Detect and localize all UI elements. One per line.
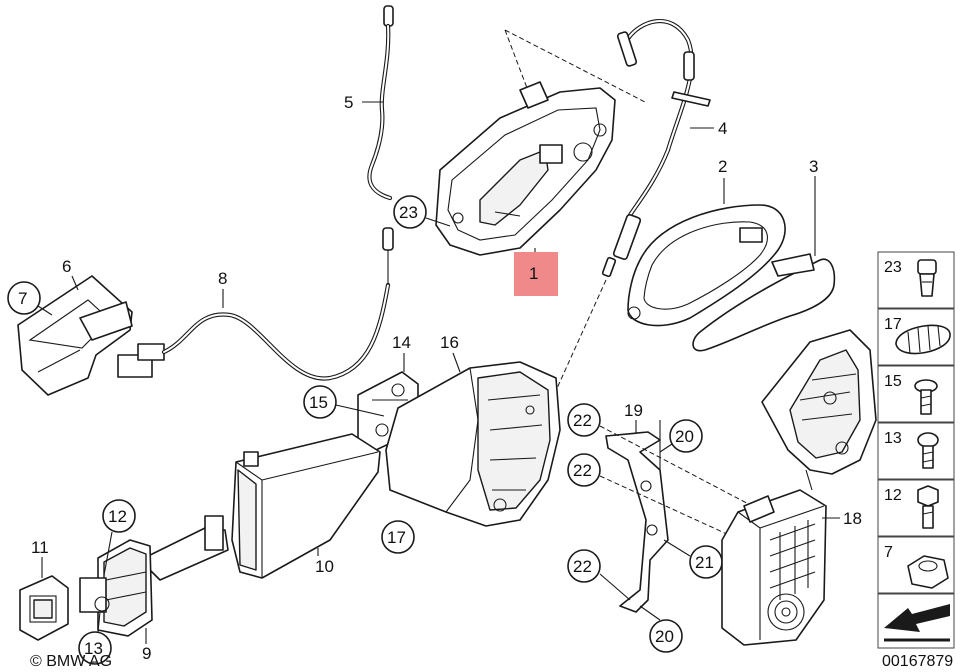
label-23: 23 (399, 203, 418, 222)
label-20-bot: 20 (655, 627, 674, 646)
label-22-bot: 22 (573, 557, 592, 576)
part-6-lock-cover (17, 275, 133, 396)
label-2: 2 (718, 157, 727, 176)
callout-circle-22-mid (567, 453, 601, 487)
label-21: 21 (695, 553, 714, 572)
legend-label-0: 23 (884, 259, 902, 276)
label-18: 18 (843, 509, 862, 528)
label-22-top: 22 (573, 411, 592, 430)
label-14: 14 (392, 333, 411, 352)
label-15: 15 (309, 393, 328, 412)
legend-label-4: 12 (884, 487, 902, 504)
part-18-door-lock (721, 329, 877, 646)
callout-circle-13 (78, 631, 112, 665)
callout-circle-20-bot (649, 619, 683, 653)
label-17: 17 (387, 528, 406, 547)
callout-circle-22-bot (567, 549, 601, 583)
part-16-lock-cover (385, 361, 561, 527)
legend-bolt-icon (917, 432, 939, 469)
callout-circle-23 (393, 195, 427, 229)
label-8: 8 (218, 269, 227, 288)
label-1: 1 (529, 264, 538, 283)
legend-screw-icon (914, 379, 938, 415)
callout-circle-12 (102, 499, 136, 533)
label-5: 5 (344, 93, 353, 112)
part-11-grommet (19, 575, 69, 641)
label-20-top: 20 (675, 427, 694, 446)
legend-label-2: 15 (884, 373, 902, 390)
label-9: 9 (142, 644, 151, 663)
legend-strip: 23 17 15 13 12 7 (877, 251, 955, 649)
copyright-text: © BMW AG (30, 653, 112, 670)
label-4: 4 (718, 119, 727, 138)
callout-circle-7 (7, 281, 41, 315)
legend-hex-bolt-icon (917, 485, 939, 529)
part-9-door-check (79, 515, 229, 637)
label-10: 10 (315, 557, 334, 576)
part-10-check-housing (231, 433, 381, 579)
legend-grommet-icon (895, 324, 951, 355)
part-19-bracket (605, 431, 669, 613)
highlight-part-1 (514, 252, 558, 296)
label-11: 11 (31, 538, 49, 557)
legend-label-5: 7 (884, 544, 893, 561)
legend-hex-nut-icon (907, 555, 949, 589)
label-6: 6 (62, 257, 71, 276)
legend-arrow-icon (884, 604, 950, 642)
label-16: 16 (440, 333, 459, 352)
label-19: 19 (624, 401, 643, 420)
callout-circle-15 (303, 385, 337, 419)
callout-circle-20-top (669, 419, 703, 453)
part-4-cable (601, 19, 711, 278)
part-1-handle-carrier (435, 81, 616, 256)
callout-circle-22-top (567, 403, 601, 437)
legend-label-1: 17 (884, 316, 902, 333)
label-13: 13 (84, 639, 103, 658)
drawing-number: 00167879 (882, 653, 953, 670)
callout-circle-17 (381, 520, 415, 554)
part-3-door-handle (692, 253, 836, 352)
part-8-cable (117, 227, 394, 381)
part-2-handle-bezel (627, 204, 786, 327)
part-5-cable (367, 5, 394, 201)
label-22-mid: 22 (573, 461, 592, 480)
legend-label-3: 13 (884, 430, 902, 447)
label-7: 7 (18, 289, 27, 308)
label-12: 12 (108, 507, 127, 526)
label-3: 3 (809, 157, 818, 176)
legend-clip-icon (917, 259, 937, 297)
